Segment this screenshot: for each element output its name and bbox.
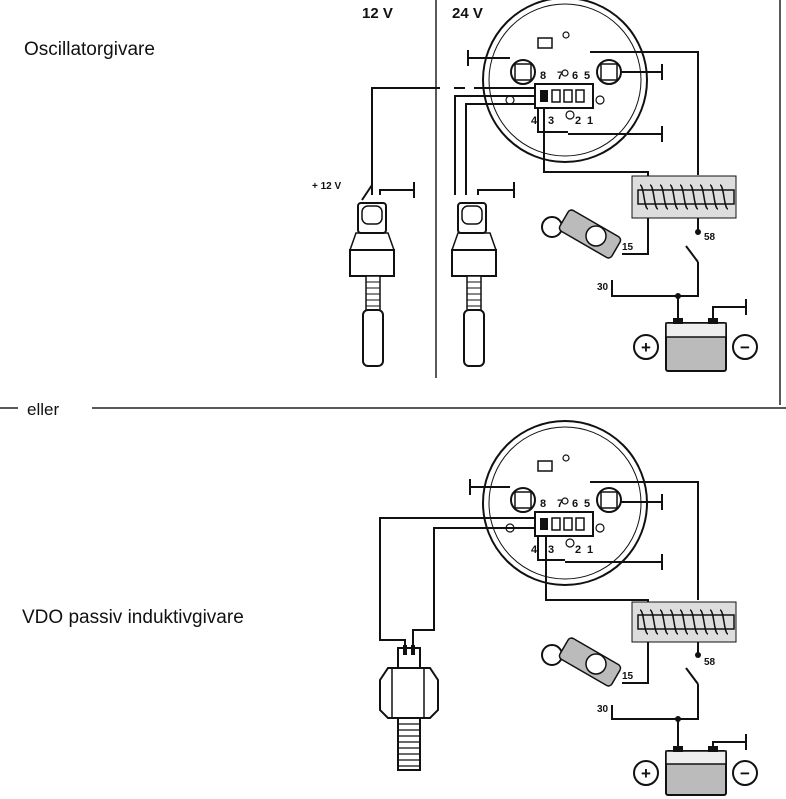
sensor-supply-label: + 12 V	[312, 181, 342, 192]
lamp-socket-left-icon	[510, 487, 536, 513]
battery-plus-icon	[633, 760, 659, 786]
wiring-top	[371, 51, 699, 322]
pin-label-2-bottom: 2	[575, 544, 581, 556]
pin-label-5-bottom: 5	[584, 498, 590, 510]
ground-symbols-bottom	[469, 479, 663, 570]
ignition-switch-bottom-icon	[541, 637, 622, 687]
resistor-band-bottom	[631, 601, 737, 643]
pin-label-6-bottom: 6	[572, 498, 578, 510]
gauge-bottom	[482, 420, 648, 586]
pin-label-7-top: 7	[557, 70, 563, 82]
pin-label-5-top: 5	[584, 70, 590, 82]
pin-label-1-bottom: 1	[587, 544, 593, 556]
switch-dot-bottom	[695, 652, 701, 658]
gauge-top	[482, 0, 648, 163]
pin-label-8-top: 8	[540, 70, 546, 82]
wiring-bottom	[379, 481, 699, 750]
pin-label-4-bottom: 4	[531, 544, 538, 556]
battery-minus-label-bottom: −	[740, 764, 750, 783]
battery-minus-icon	[732, 334, 758, 360]
terminal-58-top: 58	[704, 232, 716, 243]
battery-plus-icon	[633, 334, 659, 360]
terminal-58-bottom: 58	[704, 657, 716, 668]
terminal-15-top: 15	[622, 242, 634, 253]
voltage-24v-label: 24 V	[452, 5, 483, 22]
battery-plus-label-bottom: +	[641, 764, 651, 783]
pin-label-7-bottom: 7	[557, 498, 563, 510]
lamp-socket-right-icon	[596, 487, 622, 513]
terminal-15-bottom: 15	[622, 671, 634, 682]
pin-label-6-top: 6	[572, 70, 578, 82]
terminal-30-top: 30	[597, 282, 609, 293]
voltage-12v-label: 12 V	[362, 5, 393, 22]
pin-label-1-top: 1	[587, 115, 593, 127]
pin-label-3-top: 3	[548, 115, 554, 127]
pin-label-3-bottom: 3	[548, 544, 554, 556]
separator-label: eller	[27, 400, 59, 419]
junction-dot-bottom	[675, 716, 681, 722]
junction-dot-top	[675, 293, 681, 299]
lamp-socket-left-icon	[510, 59, 536, 85]
battery-top-icon	[633, 299, 758, 372]
battery-minus-icon	[732, 760, 758, 786]
battery-bottom-icon	[633, 734, 758, 796]
top-section-title: Oscillatorgivare	[24, 39, 155, 60]
oscillator-sensor-12v-icon	[348, 181, 415, 367]
ignition-switch-top-icon	[541, 209, 622, 259]
terminal-30-bottom: 30	[597, 704, 609, 715]
resistor-band-top	[631, 175, 737, 219]
inductive-sensor-icon	[379, 645, 439, 771]
battery-minus-label-top: −	[740, 338, 750, 357]
bottom-section-title: VDO passiv induktivgivare	[22, 607, 244, 628]
pin-label-8-bottom: 8	[540, 498, 546, 510]
pin-label-2-top: 2	[575, 115, 581, 127]
ground-symbols-top	[467, 50, 663, 142]
oscillator-sensor-24v-icon	[450, 182, 515, 367]
battery-plus-label-top: +	[641, 338, 651, 357]
switch-dot-top	[695, 229, 701, 235]
pin-label-4-top: 4	[531, 115, 538, 127]
